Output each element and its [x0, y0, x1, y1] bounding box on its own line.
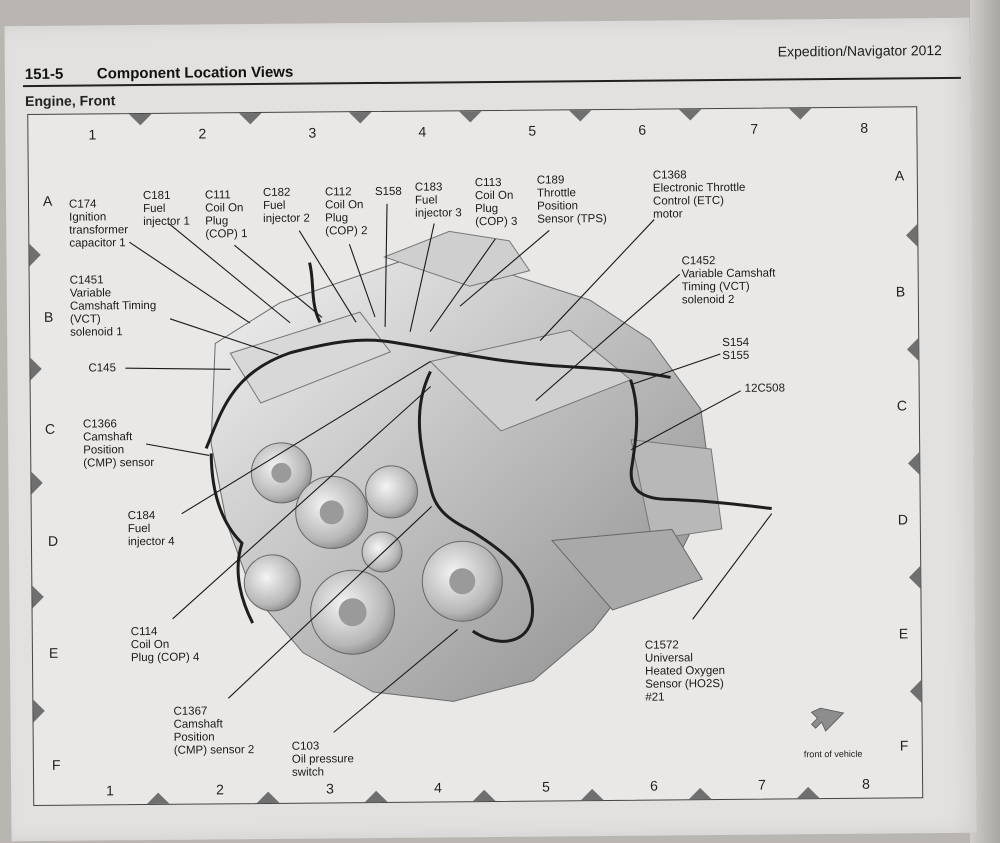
- engine-illustration: [125, 203, 845, 733]
- label-c1367: C1367 Camshaft Position (CMP) sensor 2: [173, 705, 255, 757]
- leader-c103: [333, 628, 459, 733]
- leader-c1451: [169, 318, 279, 356]
- leader-c1452: [535, 273, 681, 402]
- label-c1451: C1451 Variable Camshaft Timing (VCT) sol…: [69, 274, 157, 339]
- section-number: 151-5: [24, 65, 64, 84]
- leader-c181: [168, 223, 291, 324]
- leader-s158: [384, 203, 388, 327]
- leader-c113: [429, 238, 496, 332]
- label-12c508: 12C508: [744, 382, 786, 395]
- leader-c1367: [227, 506, 433, 699]
- leader-c182: [298, 230, 357, 323]
- view-subtitle: Engine, Front: [25, 92, 116, 110]
- label-c1452: C1452 Variable Camshaft Timing (VCT) sol…: [681, 255, 776, 307]
- label-c111: C111 Coil On Plug (COP) 1: [204, 189, 248, 241]
- label-s158: S158: [374, 185, 402, 198]
- label-s154-s155: S154 S155: [722, 336, 750, 362]
- leader-c145: [125, 367, 231, 370]
- label-c189: C189 Throttle Position Sensor (TPS): [536, 174, 607, 226]
- leader-c184: [181, 361, 431, 515]
- label-c112: C112 Coil On Plug (COP) 2: [324, 186, 368, 238]
- section-title: Component Location Views: [96, 63, 294, 83]
- label-c1572: C1572 Universal Heated Oxygen Sensor (HO…: [644, 639, 726, 704]
- pulleys: [243, 442, 503, 655]
- leader-lines: [125, 203, 773, 733]
- leader-c183: [409, 223, 435, 332]
- label-c182: C182 Fuel injector 2: [262, 186, 310, 225]
- leader-s154: [630, 353, 721, 386]
- label-c181: C181 Fuel injector 1: [142, 189, 190, 229]
- leader-c112: [348, 244, 376, 318]
- label-c103: C103 Oil pressure switch: [291, 740, 354, 779]
- leader-c114: [172, 386, 431, 620]
- leader-c111: [234, 244, 323, 318]
- label-c1366: C1366 Camshaft Position (CMP) sensor: [82, 418, 155, 470]
- leader-c1366: [146, 443, 210, 456]
- leader-c174: [129, 241, 251, 324]
- label-c114: C114 Coil On Plug (COP) 4: [130, 625, 200, 665]
- label-c174: C174 Ignition transformer capacitor 1: [68, 198, 129, 250]
- leader-c189: [459, 230, 550, 307]
- manual-title: Expedition/Navigator 2012: [777, 42, 943, 60]
- label-front-of-vehicle: front of vehicle: [803, 748, 863, 760]
- leader-c1572: [692, 513, 773, 620]
- diagram-frame: 1 2 3 4 5 6 7 8 1 2 3 4 5 6 7 8 A B C D …: [27, 106, 924, 807]
- manual-page: Expedition/Navigator 2012 151-5 Componen…: [4, 17, 977, 842]
- wiring-harness: [204, 262, 772, 643]
- label-c113: C113 Coil On Plug (COP) 3: [474, 176, 518, 229]
- label-c184: C184 Fuel injector 4: [127, 509, 175, 549]
- front-arrow-icon: [810, 707, 845, 732]
- label-c183: C183 Fuel injector 3: [414, 181, 462, 220]
- leader-c1368: [539, 219, 655, 341]
- label-c145: C145: [88, 362, 117, 375]
- label-c1368: C1368 Electronic Throttle Control (ETC) …: [652, 169, 746, 221]
- leader-12c508: [630, 390, 741, 451]
